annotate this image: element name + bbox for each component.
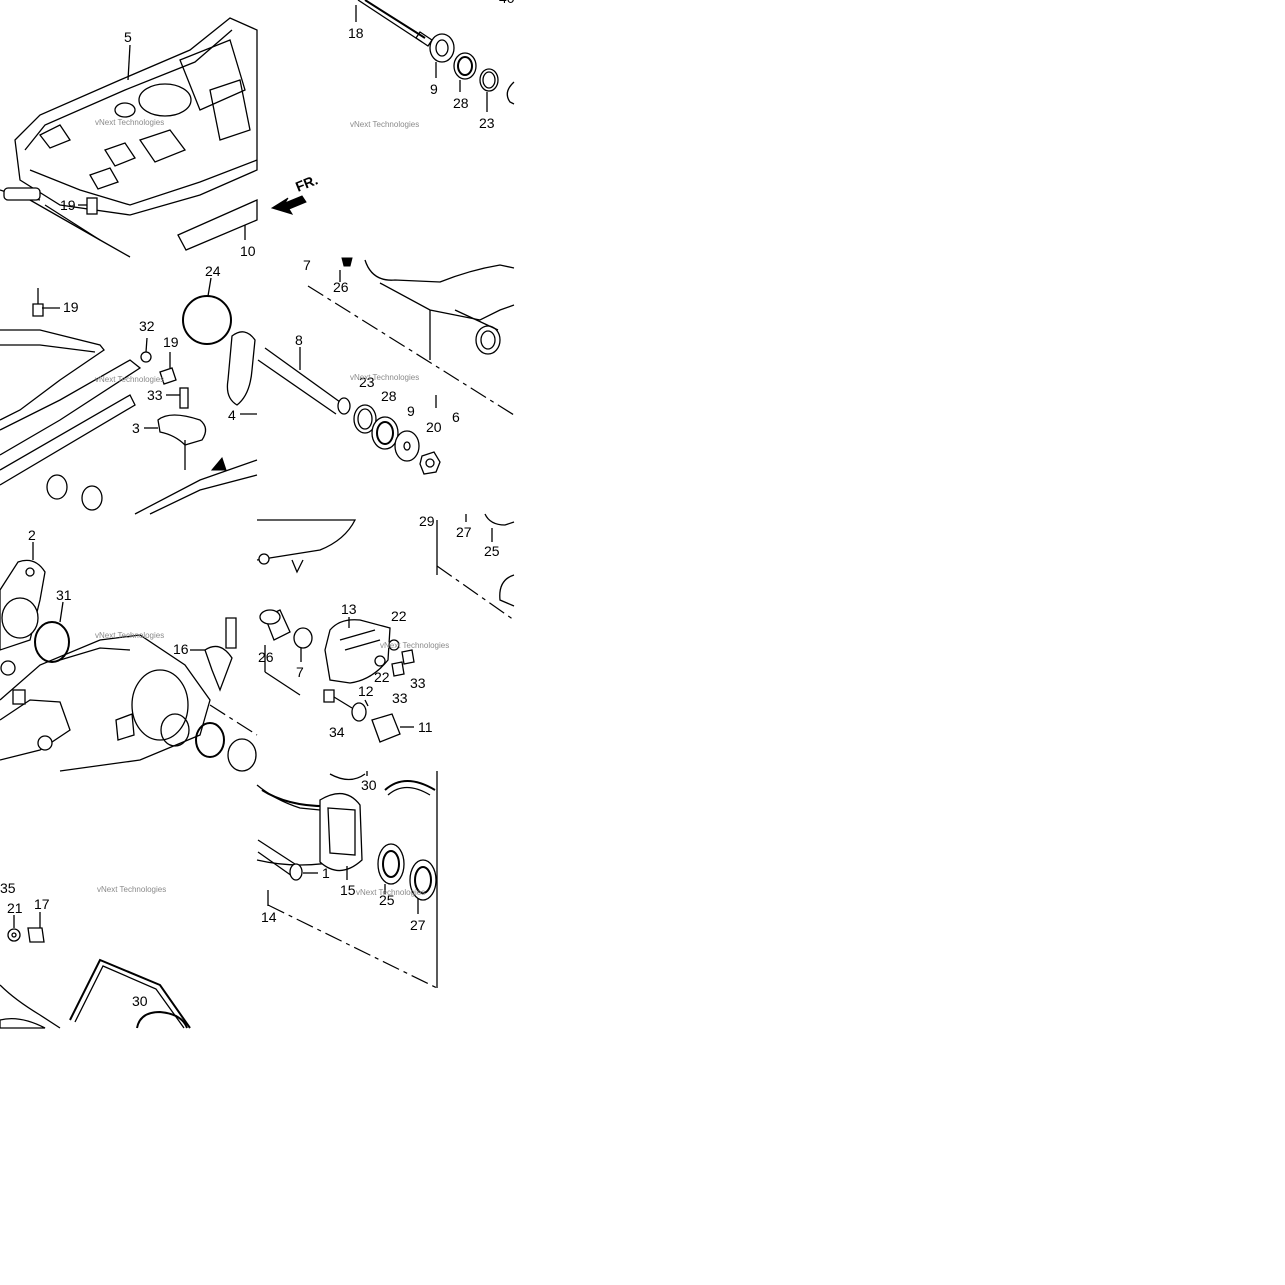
callout-13: 13 <box>341 601 357 617</box>
callout-19: 19 <box>60 197 76 213</box>
watermark-text: vNext Technologies <box>356 888 425 897</box>
callout-22b: 22 <box>374 669 390 685</box>
callout-32: 32 <box>139 318 155 334</box>
callout-33: 33 <box>410 675 426 691</box>
callout-3: 3 <box>132 420 140 436</box>
callout-25: 25 <box>484 543 500 559</box>
watermark-text: vNext Technologies <box>95 631 164 640</box>
callout-28: 28 <box>453 95 469 111</box>
watermark-text: vNext Technologies <box>95 375 164 384</box>
tile-brake-panel: 29 27 25 13 22 26 7 22 33 33 12 34 11 vN… <box>256 513 515 743</box>
tile-drive-housing: 2 31 16 vNext Technologies <box>0 527 258 772</box>
callout-4: 4 <box>228 407 236 423</box>
callout-40: 40 <box>499 0 515 6</box>
callout-1: 1 <box>322 865 330 881</box>
callout-18: 18 <box>348 25 364 41</box>
callout-26: 26 <box>333 279 349 295</box>
callout-27: 27 <box>456 524 472 540</box>
callout-21: 21 <box>7 900 23 916</box>
callout-11: 11 <box>418 719 433 735</box>
callout-28: 28 <box>381 388 397 404</box>
callout-26: 26 <box>258 649 274 665</box>
callout-17: 17 <box>34 896 50 912</box>
tile-pivot-shaft: FR. 18 9 28 23 40 vNext Technologies <box>270 0 515 215</box>
tile-hub-assembly: 30 1 15 25 14 27 vNext Technologies <box>256 771 438 989</box>
callout-34: 34 <box>329 724 345 740</box>
callout-5: 5 <box>124 29 132 45</box>
callout-9: 9 <box>430 81 438 97</box>
callout-7: 7 <box>296 664 304 680</box>
watermark-text: vNext Technologies <box>380 641 449 650</box>
tile-final-drive-bolts: 35 21 17 30 vNext Technologies <box>0 880 191 1029</box>
callout-33b: 33 <box>392 690 408 706</box>
callout-7: 7 <box>303 257 311 273</box>
callout-23: 23 <box>359 374 375 390</box>
callout-23: 23 <box>479 115 495 131</box>
callout-12: 12 <box>358 683 374 699</box>
callout-30: 30 <box>361 777 377 793</box>
callout-27: 27 <box>410 917 426 933</box>
callout-24: 24 <box>205 263 221 279</box>
callout-33: 33 <box>147 387 163 403</box>
tile-swingarm-left: 24 19 32 19 33 3 4 vNext Technologies <box>0 263 258 515</box>
watermark-text: vNext Technologies <box>350 373 419 382</box>
watermark-text: vNext Technologies <box>95 118 164 127</box>
callout-9: 9 <box>407 403 415 419</box>
callout-15: 15 <box>340 882 356 898</box>
callout-8: 8 <box>295 332 303 348</box>
callout-29: 29 <box>419 513 435 529</box>
front-direction-label: FR. <box>293 171 320 194</box>
callout-2: 2 <box>28 527 36 543</box>
callout-22: 22 <box>391 608 407 624</box>
callout-20: 20 <box>426 419 442 435</box>
watermark-text: vNext Technologies <box>350 120 419 129</box>
callout-25: 25 <box>379 892 395 908</box>
tile-swingarm-pivot: 7 26 8 23 28 9 20 6 vNext Technologies <box>257 257 515 475</box>
callout-19b: 19 <box>163 334 179 350</box>
callout-10: 10 <box>240 243 256 259</box>
callout-16: 16 <box>173 641 189 657</box>
callout-35: 35 <box>0 880 16 896</box>
callout-19: 19 <box>63 299 79 315</box>
callout-30: 30 <box>132 993 148 1009</box>
tile-frame-plate: 5 19 10 vNext Technologies <box>0 17 258 259</box>
callout-6: 6 <box>452 409 460 425</box>
callout-14: 14 <box>261 909 277 925</box>
watermark-text: vNext Technologies <box>97 885 166 894</box>
callout-31: 31 <box>56 587 72 603</box>
